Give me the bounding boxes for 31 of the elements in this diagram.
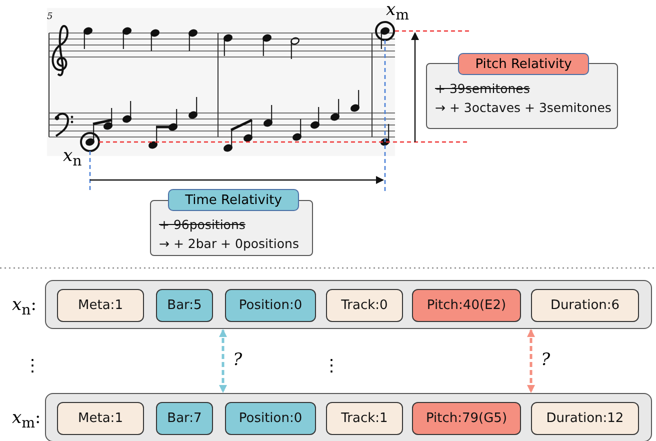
token-box: Track:0 <box>326 289 403 322</box>
token-box: Pitch:40(E2) <box>412 289 521 322</box>
callout-text: → + 3octaves + 3semitones <box>435 100 612 115</box>
callout-text: → + 2bar + 0positions <box>159 236 299 251</box>
note-label: x$_{n}$ <box>63 146 82 170</box>
note-label: x$_{m}$ <box>386 0 410 24</box>
token-box: Bar:7 <box>156 402 213 435</box>
token-box: Duration:6 <box>531 289 639 322</box>
row-label: x$_{n}$: <box>12 295 36 318</box>
header-label: Pitch Relativity <box>458 53 589 75</box>
measure-number: 5 <box>47 12 53 22</box>
double-arrow <box>219 329 227 393</box>
double-arrow <box>527 329 535 393</box>
edge-label: ? <box>233 350 242 370</box>
token-box: Position:0 <box>225 289 316 322</box>
token-box: Meta:1 <box>57 402 144 435</box>
token-box: Bar:5 <box>156 289 213 322</box>
token-box: Track:1 <box>326 402 403 435</box>
callout-text: + 39semitones <box>435 81 530 96</box>
token-box: Meta:1 <box>57 289 144 322</box>
token-box: Pitch:79(G5) <box>412 402 521 435</box>
token-box: Position:0 <box>225 402 316 435</box>
token-box: Duration:12 <box>531 402 639 435</box>
ellipsis-mark: ⋮ <box>24 355 41 376</box>
token-row-panel <box>45 393 652 441</box>
token-row-panel <box>45 280 652 329</box>
ellipsis-mark: ⋮ <box>323 355 340 376</box>
row-label: x$_{m}$: <box>12 408 41 432</box>
edge-label: ? <box>541 350 550 370</box>
header-label: Time Relativity <box>168 189 299 211</box>
callout-text: + 96positions <box>159 217 246 232</box>
